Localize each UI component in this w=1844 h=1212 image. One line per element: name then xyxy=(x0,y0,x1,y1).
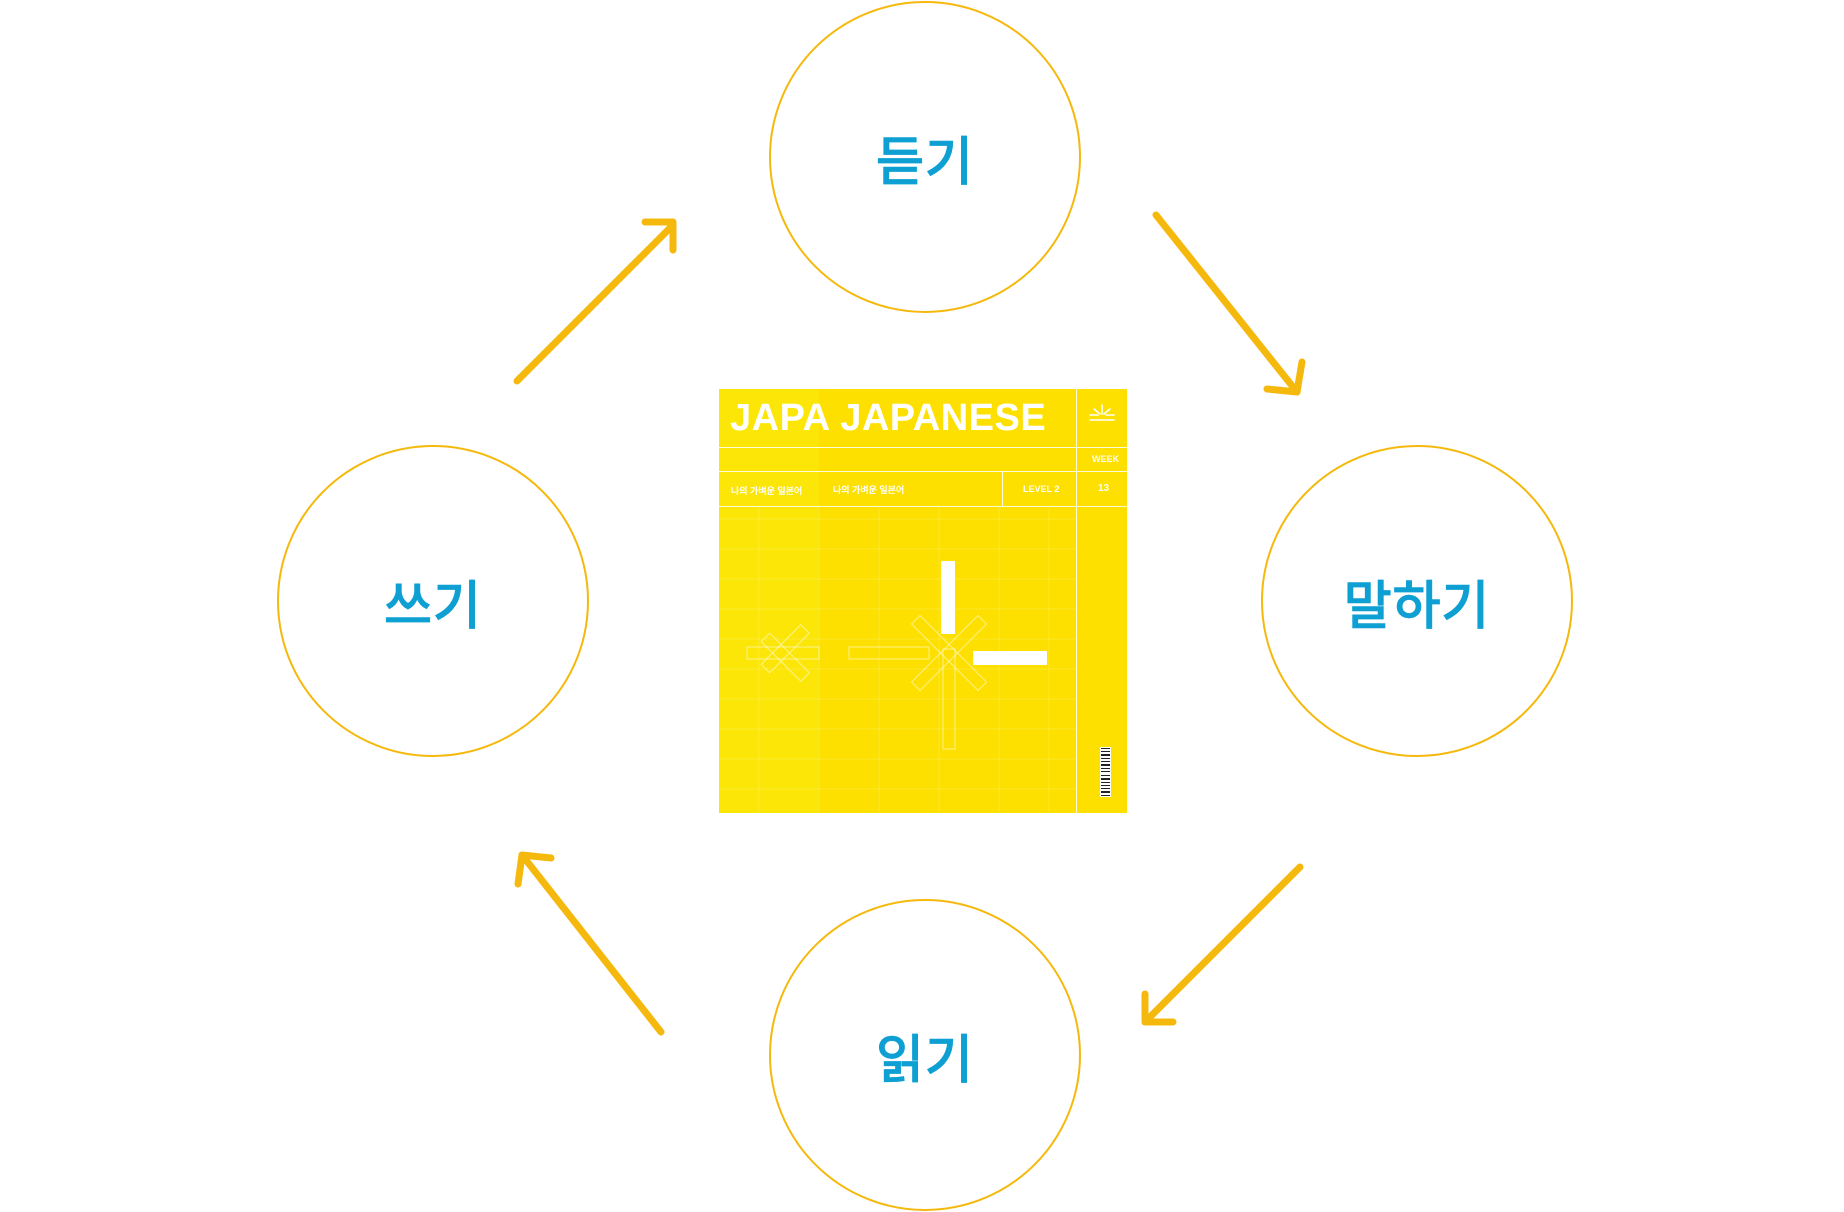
cover-rule xyxy=(719,506,1127,507)
cover-rule xyxy=(719,471,1127,472)
sunburst-logo-icon xyxy=(1089,404,1115,421)
book-subtitle-1: 나의 가벼운 일본어 xyxy=(731,486,803,496)
cover-grid-pattern xyxy=(719,507,1076,813)
node-speaking-label: 말하기 xyxy=(1343,576,1491,637)
cover-spine xyxy=(1076,389,1127,813)
node-listening-label: 듣기 xyxy=(876,132,974,193)
arrow-left-to-top xyxy=(513,218,677,385)
node-speaking: 말하기 xyxy=(1261,445,1573,757)
node-reading-label: 읽기 xyxy=(876,1030,974,1091)
cover-divider xyxy=(1002,471,1003,506)
cover-left-panel xyxy=(719,389,819,813)
node-listening: 듣기 xyxy=(769,1,1081,313)
node-writing-label: 쓰기 xyxy=(384,576,482,637)
barcode-icon xyxy=(1100,747,1111,797)
arrow-right-to-bottom xyxy=(1141,863,1304,1026)
cover-sunburst-graphic xyxy=(941,561,1047,665)
cover-rule xyxy=(719,447,1127,448)
book-title: JAPA JAPANESE xyxy=(730,397,1047,439)
node-writing: 쓰기 xyxy=(277,445,589,757)
arrow-bottom-to-left xyxy=(514,851,665,1036)
book-subtitle-2: 나의 가벼운 일본어 xyxy=(833,485,905,495)
book-week-label: WEEK xyxy=(1092,454,1119,464)
book-week-number: 13 xyxy=(1098,483,1110,494)
arrow-top-to-right xyxy=(1152,211,1306,396)
book-cover: JAPA JAPANESE 나의 가벼운 일본어 나의 가벼운 일본어 LEVE… xyxy=(719,389,1127,813)
book-level: LEVEL 2 xyxy=(1023,484,1060,494)
node-reading: 읽기 xyxy=(769,899,1081,1211)
